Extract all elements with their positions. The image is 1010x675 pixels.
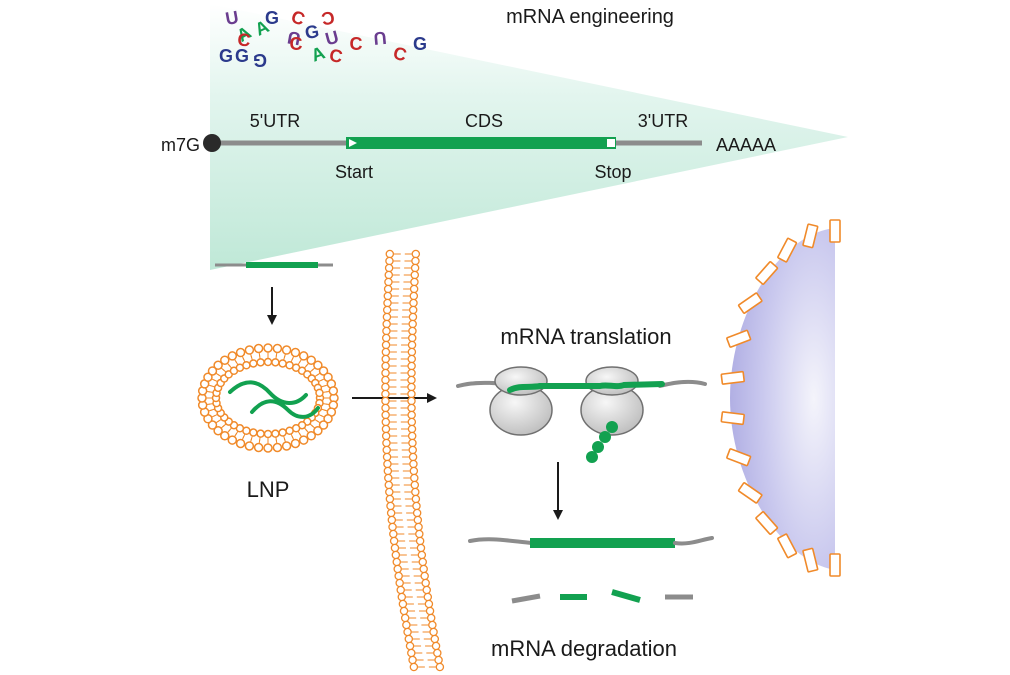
nucleotide-u: U bbox=[373, 27, 388, 48]
nucleotide-g: G bbox=[253, 50, 267, 70]
stop-label: Stop bbox=[594, 162, 631, 182]
start-label: Start bbox=[335, 162, 373, 182]
utr3-label: 3'UTR bbox=[638, 111, 688, 131]
nucleotide-c: C bbox=[328, 45, 344, 67]
nucleotide-u: U bbox=[286, 27, 302, 49]
intact-mrna bbox=[468, 536, 714, 548]
ribosome-1 bbox=[489, 366, 553, 436]
cds-bar bbox=[346, 137, 616, 149]
degradation-label: mRNA degradation bbox=[491, 636, 677, 661]
nascent-peptide bbox=[586, 421, 618, 463]
nucleotide-g: G bbox=[265, 8, 279, 28]
degraded-fragments bbox=[511, 589, 693, 604]
nuclear-envelope bbox=[720, 219, 841, 577]
nucleotide-g: G bbox=[413, 34, 427, 54]
cell-membrane bbox=[381, 249, 445, 672]
nucleotide-u: U bbox=[323, 27, 341, 50]
engineering-title: mRNA engineering bbox=[506, 6, 674, 28]
nucleotide-c: C bbox=[290, 34, 303, 54]
mrna-construct bbox=[203, 134, 702, 152]
nucleotide-c: C bbox=[320, 7, 336, 29]
utr5-label: 5'UTR bbox=[250, 111, 300, 131]
cap-icon bbox=[203, 134, 221, 152]
nucleotide-g: G bbox=[235, 46, 249, 66]
nucleotide-c: C bbox=[237, 29, 252, 50]
translation-label: mRNA translation bbox=[500, 324, 671, 349]
nucleotide-c: C bbox=[350, 34, 363, 54]
cds-label: CDS bbox=[465, 111, 503, 131]
cap-label: m7G bbox=[161, 135, 200, 155]
lnp-lipid-bilayer bbox=[197, 343, 339, 453]
nucleus bbox=[730, 228, 835, 570]
lnp-mrna-strand-1 bbox=[228, 380, 308, 405]
nucleotide-a: A bbox=[308, 42, 327, 65]
start-codon-icon bbox=[349, 139, 357, 147]
small-mrna bbox=[215, 262, 333, 268]
stop-codon-icon bbox=[607, 139, 615, 147]
nucleotide-c: C bbox=[288, 6, 307, 29]
lnp-mrna-strand-2 bbox=[250, 399, 320, 419]
lnp-label: LNP bbox=[247, 477, 290, 502]
nucleotide-u: U bbox=[224, 7, 240, 29]
lnp-particle bbox=[197, 343, 339, 453]
nucleotide-c: C bbox=[391, 43, 409, 66]
nucleotide-g: G bbox=[219, 46, 233, 66]
nucleotide-g: G bbox=[303, 21, 320, 43]
polya-label: AAAAA bbox=[716, 135, 776, 155]
translation-cds bbox=[507, 381, 665, 393]
